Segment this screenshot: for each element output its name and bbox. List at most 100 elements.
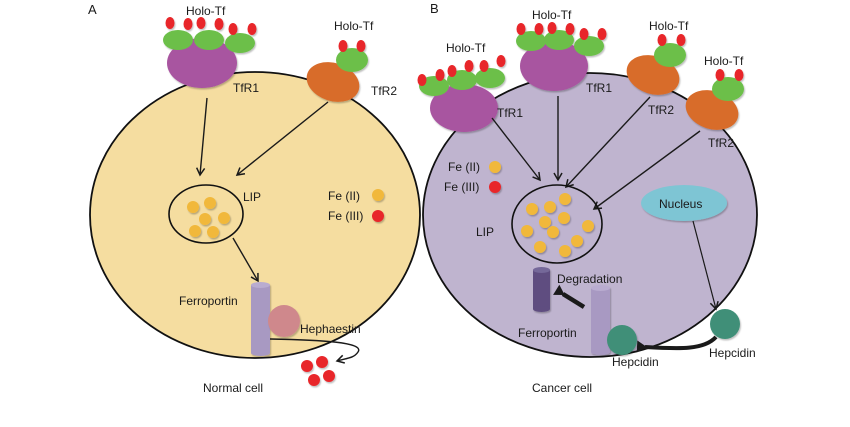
fe3-ion xyxy=(323,370,335,382)
iron-legend: Fe (II) Fe (III) xyxy=(328,189,384,223)
tfr2-complex-lower xyxy=(685,69,744,130)
tfr1-complex-left xyxy=(417,55,506,132)
tfr2-label: TfR2 xyxy=(708,136,734,150)
fe2-legend-icon xyxy=(489,161,501,173)
fe2-ion xyxy=(547,226,559,238)
legend-fe3-label: Fe (III) xyxy=(444,180,479,194)
fe2-ion xyxy=(521,225,533,237)
fe3-ion xyxy=(183,18,193,30)
tfr2-label: TfR2 xyxy=(648,103,674,117)
fe3-ion xyxy=(496,55,506,67)
holo-tf-label: Holo-Tf xyxy=(334,19,374,33)
fe3-ion xyxy=(534,23,544,35)
transferrin xyxy=(475,68,505,88)
tfr1-complex xyxy=(163,17,257,88)
panel-a-label: A xyxy=(88,2,97,17)
fe3-ion xyxy=(676,34,686,46)
iron-legend: Fe (II) Fe (III) xyxy=(444,160,501,194)
fe2-ion xyxy=(187,201,199,213)
holo-tf-label: Holo-Tf xyxy=(704,54,744,68)
hepcidin-secretion-arrow xyxy=(692,220,719,311)
fe3-ion xyxy=(228,23,238,35)
fe3-ion xyxy=(417,74,427,86)
fe3-ion xyxy=(214,18,224,30)
endocytosis-arrow-tfr1-left xyxy=(491,117,541,182)
ferroportin-label: Ferroportin xyxy=(518,326,577,340)
tfr1-receptor xyxy=(167,38,237,88)
ferroportin-channel xyxy=(251,282,270,356)
fe3-ion xyxy=(435,69,445,81)
transferrin xyxy=(163,30,193,50)
legend-fe2-label: Fe (II) xyxy=(448,160,480,174)
fe2-ion xyxy=(582,220,594,232)
hepcidin-bound xyxy=(607,325,637,355)
ferroportin-channel xyxy=(591,285,610,355)
endocytosis-arrow-tfr2 xyxy=(235,101,329,176)
fe2-ion xyxy=(571,235,583,247)
fe3-ion xyxy=(301,360,313,372)
holo-tf-label: Holo-Tf xyxy=(186,4,226,18)
fe2-ion xyxy=(199,213,211,225)
hepcidin-bound-label: Hepcidin xyxy=(612,355,659,369)
fe3-efflux-arrow xyxy=(269,338,360,364)
fe3-ion xyxy=(657,34,667,46)
fe3-ion xyxy=(356,40,366,52)
lip-label: LIP xyxy=(243,190,261,204)
fe3-ion xyxy=(516,23,526,35)
fe3-legend-icon xyxy=(372,210,384,222)
fe2-ion xyxy=(559,245,571,257)
fe2-ion xyxy=(539,216,551,228)
transferrin xyxy=(194,30,224,50)
tfr2-complex xyxy=(306,40,368,102)
labile-iron-pool xyxy=(168,184,244,244)
cancer-cell-caption: Cancer cell xyxy=(532,381,592,395)
panel-b-label: B xyxy=(430,1,439,16)
fe3-ion xyxy=(547,22,557,34)
released-fe3-cluster xyxy=(301,356,335,386)
normal-cell-caption: Normal cell xyxy=(203,381,263,395)
fe2-ion xyxy=(544,201,556,213)
fe2-ion xyxy=(207,226,219,238)
tfr1-label: TfR1 xyxy=(586,81,612,95)
holo-tf-label: Holo-Tf xyxy=(446,41,486,55)
legend-fe3-label: Fe (III) xyxy=(328,209,363,223)
fe2-ion xyxy=(559,193,571,205)
endocytosis-arrow-tfr1 xyxy=(195,97,208,177)
tfr1-complex-center xyxy=(516,22,607,91)
fe2-ion xyxy=(204,197,216,209)
tfr1-receptor xyxy=(430,84,498,132)
holo-tf-label: Holo-Tf xyxy=(532,8,572,22)
tfr1-label: TfR1 xyxy=(497,106,523,120)
fe2-legend-icon xyxy=(372,189,384,201)
panel-b: B Holo-Tf TfR1 xyxy=(417,1,758,395)
nucleus xyxy=(641,185,727,221)
degradation-label: Degradation xyxy=(557,272,622,286)
panel-a: A Holo-Tf TfR1 Holo-Tf TfR2 xyxy=(88,2,421,395)
hephaestin xyxy=(268,305,300,337)
fe3-ion xyxy=(479,60,489,72)
ferroportin-label: Ferroportin xyxy=(179,294,238,308)
fe3-ion xyxy=(447,65,457,77)
fe3-legend-icon xyxy=(489,181,501,193)
fe3-ion xyxy=(579,28,589,40)
hephaestin-label: Hephaestin xyxy=(300,322,361,336)
labile-iron-pool xyxy=(511,184,603,264)
fe3-ion xyxy=(247,23,257,35)
fe2-ion xyxy=(558,212,570,224)
export-arrow xyxy=(232,237,259,283)
normal-cell-membrane xyxy=(89,71,421,359)
transferrin xyxy=(516,31,546,51)
fe3-ion xyxy=(734,69,744,81)
hepcidin-free-label: Hepcidin xyxy=(709,346,756,360)
fe3-ion xyxy=(196,17,206,29)
transferrin xyxy=(225,33,255,53)
tfr2-complex-upper xyxy=(626,34,686,95)
hepcidin-free xyxy=(710,309,740,339)
degradation-arrow xyxy=(553,284,586,309)
fe2-cluster xyxy=(521,193,594,257)
fe3-ion xyxy=(597,28,607,40)
tfr2-label: TfR2 xyxy=(371,84,397,98)
fe2-cluster xyxy=(187,197,230,238)
fe3-ion xyxy=(338,40,348,52)
